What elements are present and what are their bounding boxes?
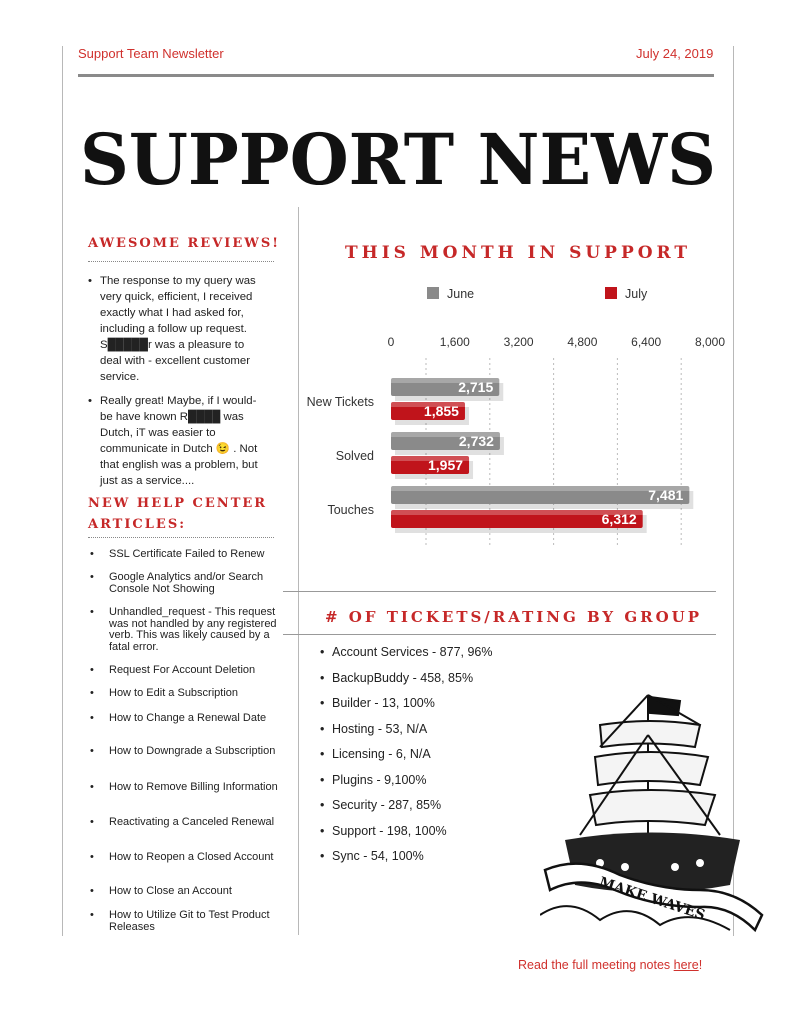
articles-heading: New Help Center Articles: (88, 496, 268, 532)
bar (391, 456, 470, 474)
group-item: Account Services - 877, 96% (318, 645, 493, 671)
article-link[interactable]: How to Remove Billing Information (88, 781, 289, 794)
legend-june: June (427, 287, 474, 301)
data-label: 7,481 (648, 487, 683, 503)
right-border (733, 46, 734, 936)
newsletter-date: July 24, 2019 (636, 46, 714, 61)
article-link[interactable]: Google Analytics and/or Search Console N… (88, 571, 289, 595)
groups-heading: # of Tickets/Rating by Group (325, 608, 703, 626)
section-rule (283, 634, 716, 635)
article-link[interactable]: How to Change a Renewal Date (88, 712, 289, 725)
bar-highlight (391, 510, 643, 515)
header-rule (78, 74, 714, 77)
category-label: New Tickets (307, 395, 374, 409)
data-label: 2,732 (459, 433, 494, 449)
bar (391, 510, 643, 528)
newsletter-title: Support Team Newsletter (78, 46, 224, 61)
bar-highlight (391, 378, 500, 383)
legend-swatch-july (605, 287, 617, 299)
reviews-rule (88, 261, 274, 262)
column-divider (298, 207, 299, 935)
article-link[interactable]: How to Reopen a Closed Account (88, 851, 289, 864)
left-border (62, 46, 63, 936)
x-tick-label: 4,800 (567, 335, 597, 349)
data-label: 1,855 (424, 403, 459, 419)
article-link[interactable]: SSL Certificate Failed to Renew (88, 548, 289, 561)
data-label: 1,957 (428, 457, 463, 473)
article-link[interactable]: Reactivating a Canceled Renewal (88, 816, 289, 829)
article-link[interactable]: Unhandled_request - This request was not… (88, 606, 289, 653)
footer-suffix: ! (698, 958, 703, 972)
article-link[interactable]: Request For Account Deletion (88, 664, 289, 677)
group-item: BackupBuddy - 458, 85% (318, 671, 493, 697)
bar-highlight (391, 402, 465, 407)
footer-note: Read the full meeting notes here! (518, 958, 702, 972)
bar (391, 486, 690, 504)
x-tick-label: 1,600 (440, 335, 470, 349)
group-item: Support - 198, 100% (318, 824, 493, 850)
bar-highlight (391, 432, 500, 437)
article-link[interactable]: How to Close an Account (88, 885, 289, 898)
bar (391, 432, 500, 450)
article-link[interactable]: How to Edit a Subscription (88, 687, 289, 700)
x-tick-label: 3,200 (504, 335, 534, 349)
bar (391, 378, 500, 396)
group-item: Hosting - 53, N/A (318, 722, 493, 748)
legend-july: July (605, 287, 647, 301)
data-label: 2,715 (458, 379, 493, 395)
bar (391, 402, 465, 420)
category-label: Solved (336, 449, 374, 463)
bar-highlight (391, 456, 470, 461)
chart-heading: This Month in Support (345, 243, 692, 263)
category-label: Touches (327, 503, 374, 517)
x-tick-label: 8,000 (695, 335, 725, 349)
legend-swatch-june (427, 287, 439, 299)
x-tick-label: 0 (388, 335, 395, 349)
article-link[interactable]: How to Downgrade a Subscription (88, 745, 289, 758)
group-item: Sync - 54, 100% (318, 849, 493, 875)
legend-label-june: June (447, 287, 475, 301)
section-rule (283, 591, 716, 592)
articles-rule (88, 537, 274, 538)
x-tick-label: 6,400 (631, 335, 661, 349)
legend-label-july: July (625, 287, 648, 301)
data-label: 6,312 (602, 511, 637, 527)
masthead: SUPPORT NEWS (80, 118, 716, 198)
review-item: The response to my query was very quick,… (88, 273, 268, 385)
footer-text: Read the full meeting notes (518, 958, 674, 972)
group-item: Plugins - 9,100% (318, 773, 493, 799)
groups-list: Account Services - 877, 96% BackupBuddy … (318, 645, 493, 875)
bar-highlight (391, 486, 690, 491)
pirate-ship-illustration: MAKE WAVES (540, 694, 764, 933)
group-item: Licensing - 6, N/A (318, 747, 493, 773)
review-item: Really great! Maybe, if I would-be have … (88, 393, 268, 489)
article-link[interactable]: How to Utilize Git to Test Product Relea… (88, 909, 289, 933)
group-item: Builder - 13, 100% (318, 696, 493, 722)
masthead-title: SUPPORT NEWS (80, 118, 716, 198)
reviews-heading: Awesome Reviews! (88, 236, 280, 251)
meeting-notes-link[interactable]: here (673, 958, 699, 972)
group-item: Security - 287, 85% (318, 798, 493, 824)
